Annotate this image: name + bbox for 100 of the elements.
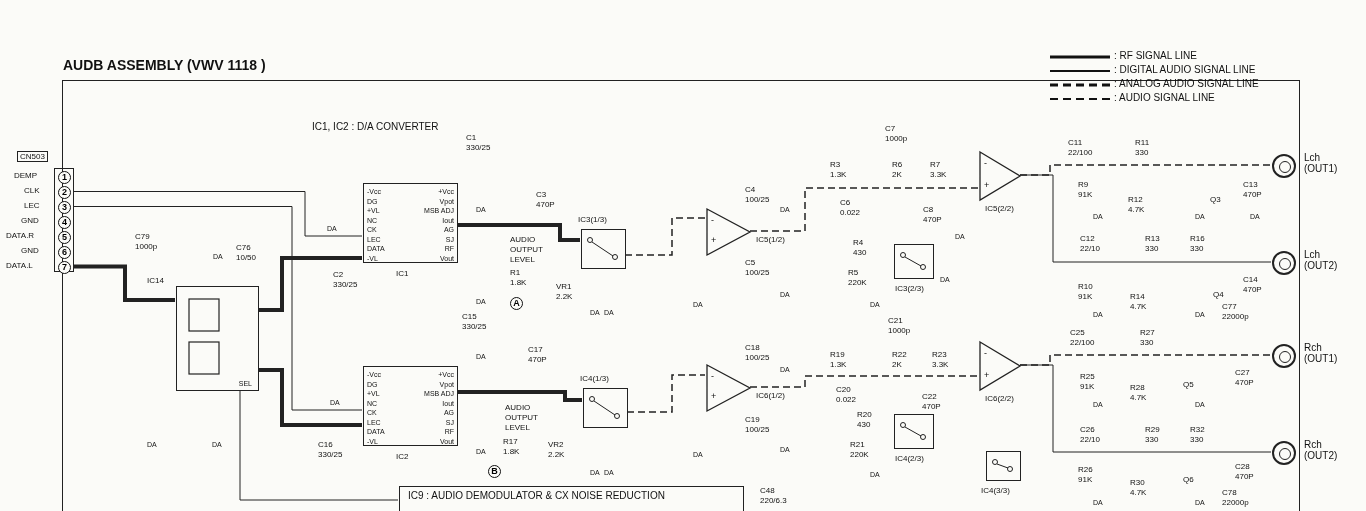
component-label: R13 330	[1145, 234, 1160, 254]
part-label: IC4(1/3)	[580, 373, 609, 384]
component-label: R6 2K	[892, 160, 903, 180]
wire	[1019, 174, 1272, 263]
pin-label: -	[984, 349, 987, 358]
pin-number: 3	[58, 201, 71, 214]
part-label: IC2	[396, 451, 409, 462]
pin-label: +	[711, 236, 717, 245]
pin-label: +	[711, 392, 717, 401]
component-label: R19 1.3K	[830, 350, 847, 370]
legend-text: : ANALOG AUDIO SIGNAL LINE	[1114, 79, 1259, 89]
component-label: C76 10/50	[236, 243, 256, 263]
component-label: R20 430	[857, 410, 872, 430]
wire	[626, 374, 706, 413]
component-label: C2 330/25	[333, 270, 358, 290]
component-label: R22 2K	[892, 350, 907, 370]
pin-number: 7	[58, 261, 71, 274]
part-label: IC5(1/2)	[756, 234, 785, 245]
component-label: R23 3.3K	[932, 350, 949, 370]
pin-label: +	[984, 181, 990, 190]
part-label: Rch (OUT2)	[1304, 439, 1338, 461]
component-label: R26 91K	[1078, 465, 1093, 485]
part-label: IC14	[147, 275, 164, 286]
module-box	[399, 486, 744, 511]
component-label: R21 220K	[850, 440, 869, 460]
component-label: C77 22000p	[1222, 302, 1249, 322]
wire	[749, 187, 979, 232]
component-label: R9 91K	[1078, 180, 1093, 200]
component-label: VR2 2.2K	[548, 440, 565, 460]
component-label: C17 470P	[528, 345, 547, 365]
component-label: Q6	[1183, 475, 1194, 485]
component-label: C8 470P	[923, 205, 942, 225]
pin-number: 6	[58, 246, 71, 259]
assembly-title: AUDB ASSEMBLY (VWV 1118 )	[63, 57, 266, 73]
wire	[73, 191, 363, 237]
part-label: Lch (OUT2)	[1304, 249, 1338, 271]
component-label: C22 470P	[922, 392, 941, 412]
part-label: Lch (OUT1)	[1304, 152, 1338, 174]
component-label: R32 330	[1190, 425, 1205, 445]
component-label: Q3	[1210, 195, 1221, 205]
wire	[457, 223, 580, 242]
wire	[1019, 364, 1272, 453]
component-label: R1 1.8K	[510, 268, 527, 288]
section-title: IC1, IC2 : D/A CONVERTER	[312, 122, 439, 132]
component-label: C26 22/10	[1080, 425, 1100, 445]
component-label: R4 430	[853, 238, 867, 258]
wire	[457, 390, 582, 402]
pin-label: +	[984, 371, 990, 380]
component-label: DATA.L	[6, 261, 33, 271]
component-label: C6 0.022	[840, 198, 860, 218]
part-label: IC6(1/2)	[756, 390, 785, 401]
part-label: IC5(2/2)	[985, 203, 1014, 214]
wire	[239, 389, 399, 501]
pin-label: -	[711, 216, 714, 225]
pin-number: 1	[58, 171, 71, 184]
component-label: R27 330	[1140, 328, 1155, 348]
component-label: C12 22/10	[1080, 234, 1100, 254]
component-label: C3 470P	[536, 190, 555, 210]
component-label: C7 1000p	[885, 124, 908, 144]
legend-text: : RF SIGNAL LINE	[1114, 51, 1197, 61]
component-label: R17 1.8K	[503, 437, 520, 457]
component-label: GND	[21, 216, 39, 226]
component-label: R25 91K	[1080, 372, 1095, 392]
component-label: R12 4.7K	[1128, 195, 1145, 215]
component-label: R3 1.3K	[830, 160, 847, 180]
component-label: C21 1000p	[888, 316, 911, 336]
component-label: VR1 2.2K	[556, 282, 573, 302]
component-label: C78 22000p	[1222, 488, 1249, 508]
pin-label: -	[711, 372, 714, 381]
component-label: C79 1000p	[135, 232, 158, 252]
component-label: C5 100/25	[745, 258, 770, 278]
wire	[258, 256, 362, 312]
legend-text: : DIGITAL AUDIO SIGNAL LINE	[1114, 65, 1256, 75]
pin-number: B	[488, 465, 501, 478]
component-label: AUDIO OUTPUT LEVEL	[505, 403, 538, 433]
module-title: IC9 : AUDIO DEMODULATOR & CX NOISE REDUCTION	[408, 490, 665, 501]
component-label: C27 470P	[1235, 368, 1254, 388]
wire	[73, 206, 363, 411]
component-label: R16 330	[1190, 234, 1205, 254]
component-label: R29 330	[1145, 425, 1160, 445]
component-label: Q5	[1183, 380, 1194, 390]
component-label: R30 4.7K	[1130, 478, 1147, 498]
component-label: C16 330/25	[318, 440, 343, 460]
component-label: C25 22/100	[1070, 328, 1095, 348]
component-label: C20 0.022	[836, 385, 856, 405]
component-label: C1 330/25	[466, 133, 491, 153]
part-label: IC1	[396, 268, 409, 279]
legend-text: : AUDIO SIGNAL LINE	[1114, 93, 1215, 103]
component-label: C11 22/100	[1068, 138, 1093, 158]
wire	[258, 368, 362, 427]
pin-number: 4	[58, 216, 71, 229]
part-label: IC3(1/3)	[578, 214, 607, 225]
component-label: C15 330/25	[462, 312, 487, 332]
part-label: IC6(2/2)	[985, 393, 1014, 404]
component-label: C13 470P	[1243, 180, 1262, 200]
component-label: C14 470P	[1243, 275, 1262, 295]
part-label: Rch (OUT1)	[1304, 342, 1338, 364]
part-label: IC3(2/3)	[895, 283, 924, 294]
component-label: C48 220/6.3	[760, 486, 787, 506]
component-label: DATA.R	[6, 231, 35, 241]
